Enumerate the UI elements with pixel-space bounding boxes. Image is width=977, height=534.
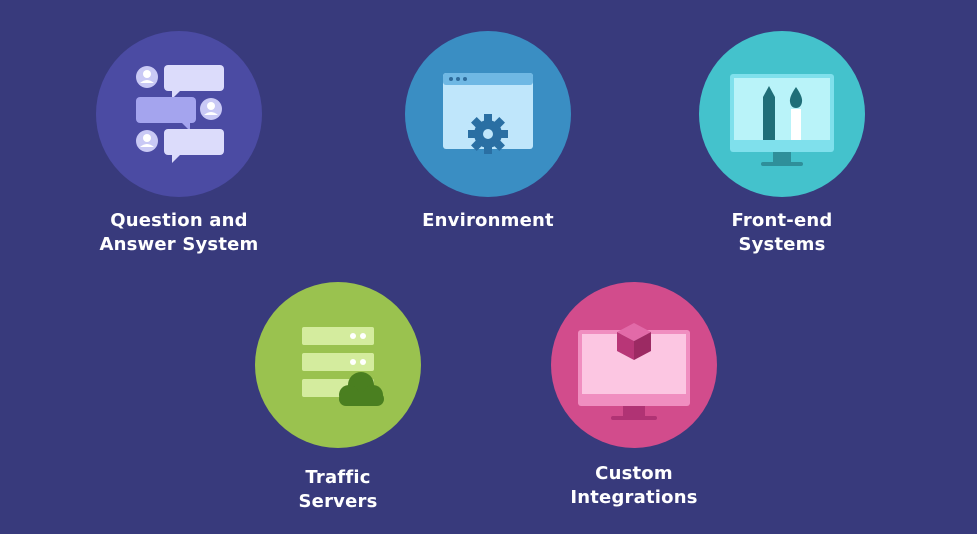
label-line: Environment <box>422 210 554 231</box>
label-line: Answer System <box>99 234 259 255</box>
server-cloud-icon <box>302 327 384 406</box>
item-front-end-systems: Front-end Systems <box>652 31 912 257</box>
browser-gear-icon <box>443 73 533 154</box>
label-line: Traffic <box>305 467 371 488</box>
item-traffic-servers: Traffic Servers <box>208 282 468 514</box>
item-environment: Environment <box>358 31 618 233</box>
front-end-label: Front-end Systems <box>652 209 912 257</box>
question-answer-label: Question and Answer System <box>49 209 309 257</box>
label-line: Servers <box>298 491 378 512</box>
environment-label: Environment <box>358 209 618 233</box>
cloud-icon <box>339 372 384 406</box>
item-question-answer-system: Question and Answer System <box>49 31 309 257</box>
label-line: Custom <box>595 463 673 484</box>
traffic-servers-label: Traffic Servers <box>208 466 468 514</box>
label-line: Systems <box>738 234 826 255</box>
label-line: Front-end <box>731 210 833 231</box>
front-end-circle <box>699 31 865 197</box>
chat-bubbles-icon <box>136 65 224 163</box>
question-answer-circle <box>96 31 262 197</box>
item-custom-integrations: Custom Integrations <box>504 282 764 510</box>
environment-circle <box>405 31 571 197</box>
custom-integrations-label: Custom Integrations <box>504 462 764 510</box>
monitor-pencil-brush-icon <box>730 74 834 166</box>
label-line: Integrations <box>570 487 698 508</box>
traffic-servers-circle <box>255 282 421 448</box>
label-line: Question and <box>110 210 248 231</box>
custom-integrations-circle <box>551 282 717 448</box>
monitor-cube-icon <box>578 323 690 420</box>
